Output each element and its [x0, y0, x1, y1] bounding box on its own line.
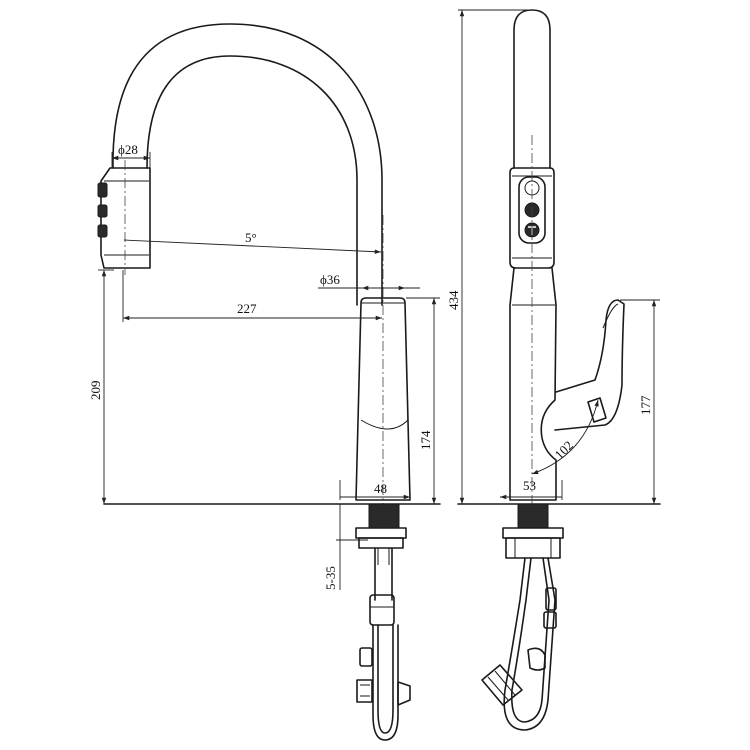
- label-deck-thickness: 5-35: [323, 566, 338, 590]
- hose-weight: [359, 647, 373, 667]
- label-angle: 5°: [245, 230, 257, 245]
- spray-button-top: [97, 182, 108, 198]
- spout-arc: [112, 23, 383, 306]
- spray-button-low: [97, 224, 108, 238]
- label-total-height: 434: [446, 290, 461, 310]
- side-mount-thread: [517, 503, 549, 529]
- label-spray-diameter: ϕ28: [118, 142, 138, 157]
- body-handle-line: [360, 419, 409, 430]
- side-hose-loop: [503, 557, 556, 731]
- hose-connector: [369, 594, 395, 626]
- label-body-diameter: ϕ36: [320, 272, 340, 287]
- front-dimensions: ϕ28 5° ϕ36 227 209 174 48 5-35: [88, 142, 440, 590]
- spout-arc-inner: [146, 55, 358, 306]
- label-reach: 227: [237, 301, 257, 316]
- label-base-width: 48: [374, 481, 387, 496]
- faucet-body: [355, 297, 411, 501]
- spray-head: [100, 167, 151, 269]
- spray-button-mid: [97, 204, 108, 218]
- side-dimensions: 434 177 102 53: [446, 9, 660, 504]
- mount-nut: [355, 527, 407, 539]
- mount-thread: [368, 503, 400, 529]
- label-side-base-width: 53: [523, 478, 536, 493]
- label-body-height: 174: [418, 430, 433, 450]
- hose-loop: [372, 624, 399, 741]
- side-hose-weight: [481, 664, 523, 706]
- front-view: [97, 23, 441, 741]
- side-spray-head: [509, 167, 555, 269]
- side-view: [457, 9, 661, 731]
- side-body: [509, 267, 557, 501]
- side-handle: [554, 299, 625, 431]
- label-spout-height: 209: [88, 381, 103, 401]
- label-handle-height: 177: [638, 395, 653, 415]
